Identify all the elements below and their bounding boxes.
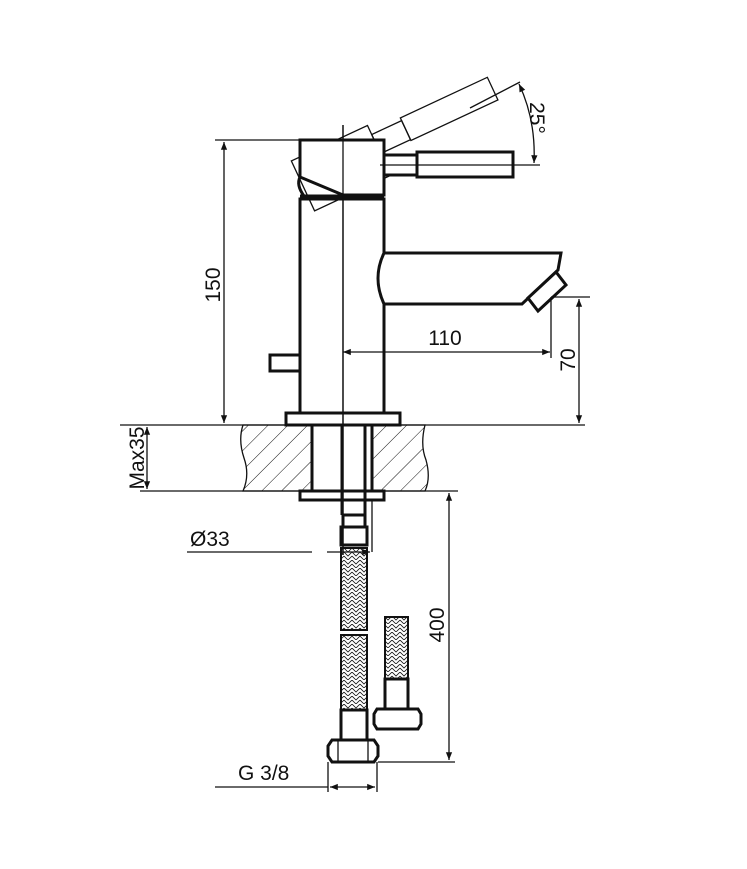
dimension-thread: G 3/8 bbox=[215, 762, 378, 792]
lever-handle bbox=[380, 150, 540, 179]
dimension-counter-thickness-label: Max35 bbox=[126, 426, 149, 489]
dimension-hole-diameter: Ø33 bbox=[187, 528, 370, 556]
dimension-hose-length-label: 400 bbox=[426, 607, 449, 642]
dimension-hole-diameter-label: Ø33 bbox=[190, 528, 230, 551]
spout bbox=[376, 251, 569, 314]
dimension-spout-height: 70 bbox=[551, 296, 590, 423]
dimension-spout-reach: 110 bbox=[343, 297, 552, 358]
dimension-counter-thickness: Max35 bbox=[126, 426, 151, 490]
dimension-hose-length: 400 bbox=[378, 493, 455, 763]
dimension-lever-angle: 25° bbox=[469, 81, 548, 164]
dimension-height-label: 150 bbox=[202, 267, 225, 302]
supply-hose bbox=[326, 513, 380, 764]
dimension-height: 150 bbox=[202, 139, 300, 423]
supply-hose-short bbox=[372, 616, 423, 731]
dimension-lever-angle-label: 25° bbox=[525, 102, 548, 134]
popup-rod bbox=[268, 353, 302, 373]
dimension-thread-label: G 3/8 bbox=[238, 762, 289, 785]
dimension-spout-reach-label: 110 bbox=[428, 327, 461, 350]
dimension-spout-height-label: 70 bbox=[557, 348, 580, 371]
faucet-body bbox=[298, 197, 386, 415]
countertop-section bbox=[120, 423, 585, 552]
faucet-cap bbox=[297, 138, 386, 198]
